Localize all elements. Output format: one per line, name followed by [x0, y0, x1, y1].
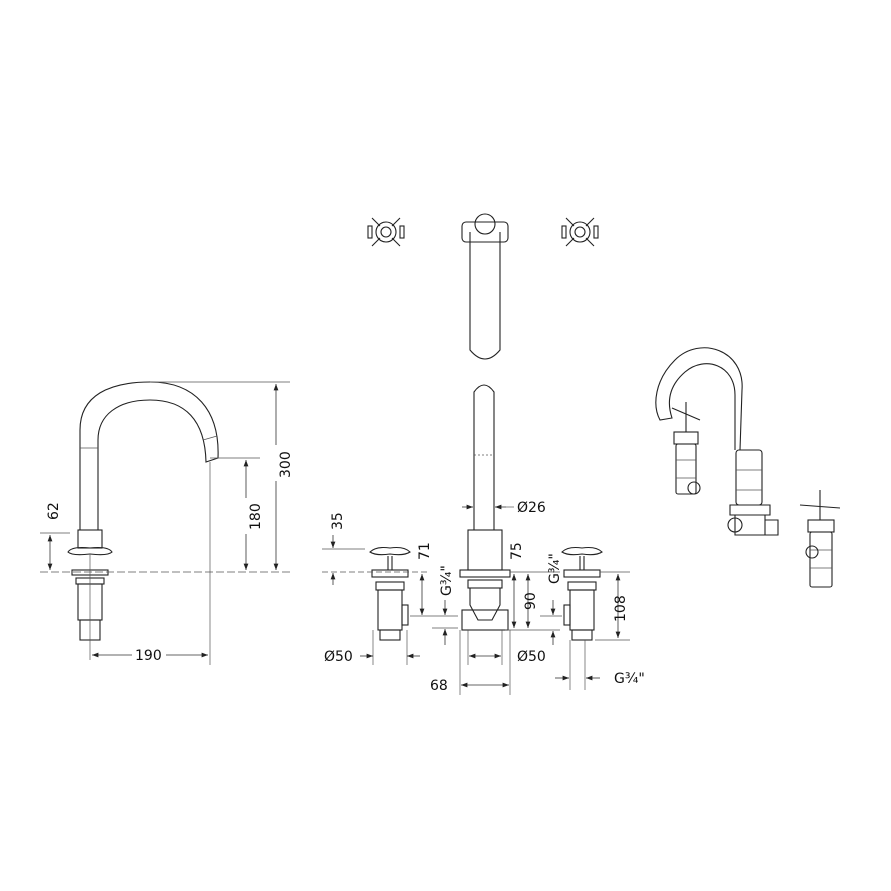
dim-68-label: 68 — [430, 678, 448, 694]
dim-g34-right-label: G¾" — [547, 553, 563, 584]
front-view-dimensions: 35 71 G¾" 75 90 G¾" 108 Ø50 Ø50 Ø26 68 G… — [322, 500, 645, 695]
dim-g34-bottom-label: G¾" — [614, 671, 645, 687]
perspective-view — [655, 347, 841, 588]
perspective-left-valve — [671, 402, 701, 495]
dim-o50-left-label: Ø50 — [324, 649, 353, 665]
dim-108-label: 108 — [613, 595, 629, 622]
top-view-right-handle — [561, 217, 599, 247]
dim-35-label: 35 — [330, 512, 346, 530]
dim-o26-label: Ø26 — [517, 500, 546, 516]
dim-90-label: 90 — [523, 592, 539, 610]
top-view — [367, 213, 599, 360]
top-view-spout — [461, 213, 509, 360]
dim-180-label: 180 — [248, 503, 264, 530]
front-view-right-valve — [561, 546, 603, 641]
dim-g34-left-label: G¾" — [439, 565, 455, 596]
perspective-right-valve — [799, 490, 841, 588]
dim-62-label: 62 — [46, 502, 62, 520]
front-view-left-valve — [369, 546, 411, 641]
dim-75-label: 75 — [509, 542, 525, 560]
dim-190-label: 190 — [135, 648, 162, 664]
side-view-spout — [67, 381, 219, 660]
top-view-left-handle — [367, 217, 405, 247]
dim-300-label: 300 — [278, 451, 294, 478]
dim-o50-mid-label: Ø50 — [517, 649, 546, 665]
dim-71-label: 71 — [417, 542, 433, 560]
front-view — [369, 384, 603, 641]
side-view-dimensions: 300 180 62 190 — [40, 381, 294, 665]
